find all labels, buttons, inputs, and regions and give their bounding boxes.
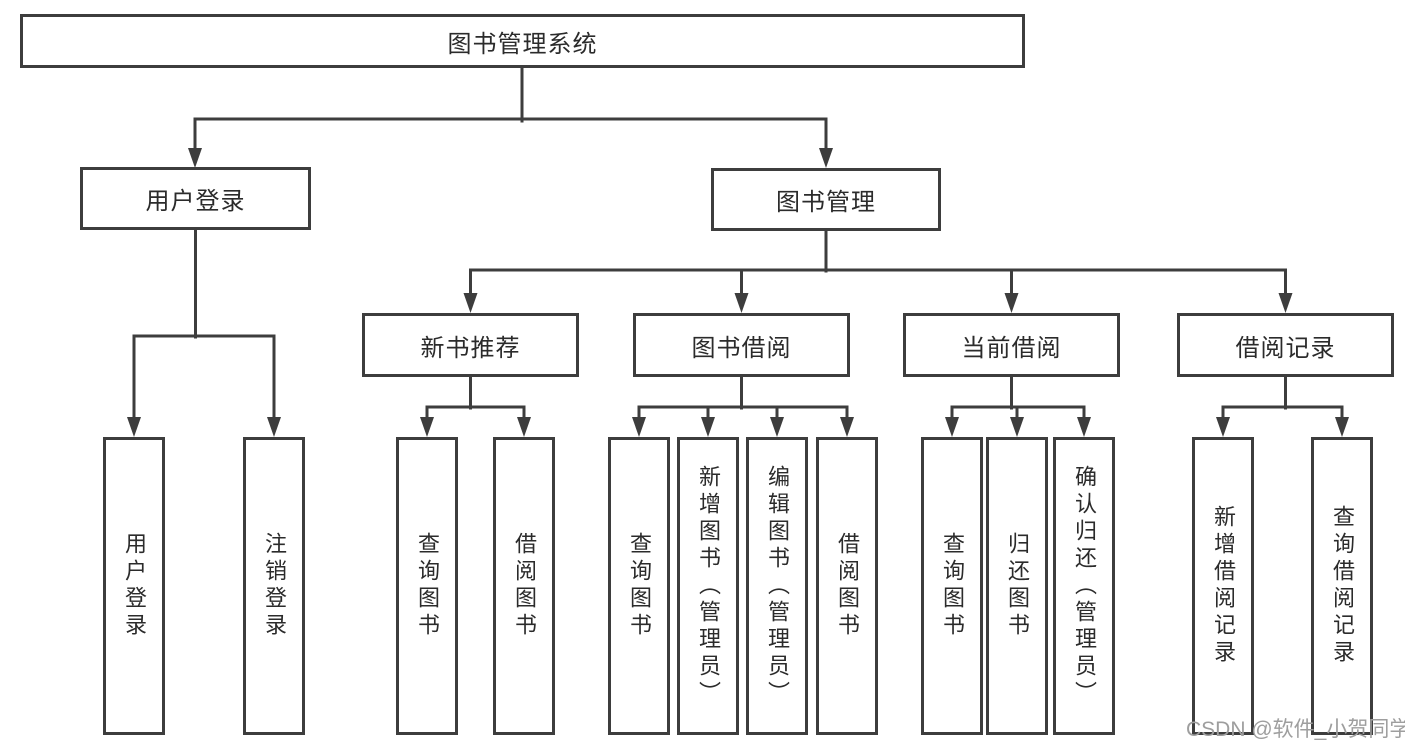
node-leaf-borrow-book-2-label: 借阅图书: [835, 532, 860, 640]
node-leaf-edit-book: 编辑图书（管理员）: [746, 437, 808, 735]
node-current-borrow: 当前借阅: [903, 313, 1120, 377]
node-new-book-rec: 新书推荐: [362, 313, 579, 377]
node-current-borrow-label: 当前借阅: [961, 334, 1062, 362]
node-leaf-add-book: 新增图书（管理员）: [677, 437, 739, 735]
arrowhead: [632, 417, 646, 437]
node-leaf-add-book-label: 新增图书（管理员）: [696, 464, 721, 708]
node-book-mgmt-label: 图书管理: [776, 189, 876, 216]
node-user-login: 用户登录: [80, 167, 311, 230]
arrowhead: [1077, 417, 1091, 437]
node-leaf-query-borrow-record-label: 查询借阅记录: [1330, 505, 1355, 667]
arrowhead: [463, 293, 478, 313]
arrowhead: [1278, 293, 1293, 313]
arrowheads: [127, 148, 1349, 437]
node-leaf-query-book-3-label: 查询图书: [940, 532, 965, 640]
arrowhead: [1010, 417, 1024, 437]
node-leaf-query-borrow-record: 查询借阅记录: [1311, 437, 1373, 735]
node-leaf-confirm-return: 确认归还（管理员）: [1053, 437, 1115, 735]
node-leaf-query-book-2: 查询图书: [608, 437, 670, 735]
node-borrow-records: 借阅记录: [1177, 313, 1394, 377]
arrowhead: [267, 417, 281, 437]
node-root: 图书管理系统: [20, 14, 1025, 68]
arrowhead: [1216, 417, 1230, 437]
node-leaf-user-login: 用户登录: [103, 437, 165, 735]
csdn-watermark: CSDN @软件_小贺同学: [1186, 718, 1405, 741]
node-leaf-edit-book-label: 编辑图书（管理员）: [765, 464, 790, 708]
node-leaf-add-borrow-record: 新增借阅记录: [1192, 437, 1254, 735]
arrowhead: [734, 293, 749, 313]
node-leaf-add-borrow-record-label: 新增借阅记录: [1211, 505, 1236, 667]
arrowhead: [701, 417, 715, 437]
node-leaf-confirm-return-label: 确认归还（管理员）: [1072, 464, 1097, 708]
node-user-login-label: 用户登录: [145, 188, 246, 215]
node-leaf-borrow-book-2: 借阅图书: [816, 437, 878, 735]
node-leaf-query-book-3: 查询图书: [921, 437, 983, 735]
node-leaf-user-login-label: 用户登录: [122, 532, 147, 640]
node-leaf-return-book-label: 归还图书: [1005, 532, 1030, 640]
node-book-borrow-label: 图书借阅: [691, 334, 792, 362]
arrowhead: [770, 417, 784, 437]
node-leaf-logout-label: 注销登录: [262, 532, 287, 640]
node-borrow-records-label: 借阅记录: [1235, 334, 1336, 362]
arrowhead: [420, 417, 434, 437]
node-leaf-logout: 注销登录: [243, 437, 305, 735]
node-book-borrow: 图书借阅: [633, 313, 850, 377]
node-book-mgmt: 图书管理: [711, 168, 941, 231]
node-leaf-query-book-2-label: 查询图书: [627, 532, 652, 640]
arrowhead: [840, 417, 854, 437]
node-root-label: 图书管理系统: [447, 30, 598, 58]
connector-path: [132, 66, 1344, 423]
arrowhead: [1335, 417, 1349, 437]
node-new-book-rec-label: 新书推荐: [420, 334, 521, 362]
arrowhead: [819, 148, 833, 168]
node-leaf-borrow-book-1: 借阅图书: [493, 437, 555, 735]
arrowhead: [945, 417, 959, 437]
node-leaf-return-book: 归还图书: [986, 437, 1048, 735]
arrowhead: [188, 148, 202, 168]
node-leaf-query-book-1: 查询图书: [396, 437, 458, 735]
node-leaf-query-book-1-label: 查询图书: [415, 532, 440, 640]
node-leaf-borrow-book-1-label: 借阅图书: [512, 532, 537, 640]
arrowhead: [127, 417, 141, 437]
arrowhead: [1004, 293, 1019, 313]
arrowhead: [517, 417, 531, 437]
